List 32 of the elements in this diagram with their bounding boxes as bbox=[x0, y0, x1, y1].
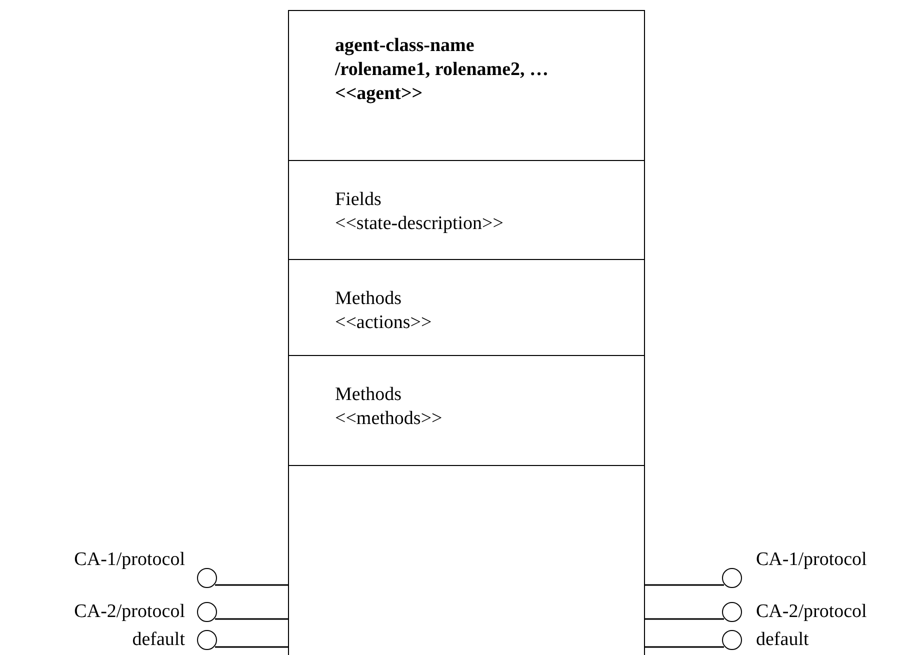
port-label: CA-1/protocol bbox=[74, 549, 185, 571]
port-circle bbox=[197, 568, 217, 588]
connector-line bbox=[215, 646, 288, 648]
port-label: default bbox=[132, 629, 185, 651]
connector-line bbox=[645, 618, 724, 620]
stereotype-label: <<actions>> bbox=[335, 312, 432, 334]
connector-line bbox=[645, 646, 724, 648]
connector-line bbox=[215, 584, 288, 586]
stereotype-label: <<methods>> bbox=[335, 408, 442, 430]
compartment bbox=[288, 160, 645, 260]
compartment bbox=[288, 355, 645, 466]
stereotype-label: <<state-description>> bbox=[335, 213, 504, 235]
compartment bbox=[288, 465, 645, 655]
port-circle bbox=[197, 602, 217, 622]
connector-line bbox=[215, 618, 288, 620]
compartment bbox=[288, 259, 645, 356]
compartment-title: Methods bbox=[335, 384, 402, 406]
compartment bbox=[288, 10, 645, 161]
class-name: agent-class-name bbox=[335, 35, 474, 57]
port-circle bbox=[722, 630, 742, 650]
port-label: default bbox=[756, 629, 809, 651]
port-label: CA-2/protocol bbox=[756, 601, 867, 623]
compartment-title: Methods bbox=[335, 288, 402, 310]
port-label: CA-2/protocol bbox=[74, 601, 185, 623]
compartment-title: Fields bbox=[335, 189, 382, 211]
stereotype-label: <<agent>> bbox=[335, 83, 423, 105]
port-circle bbox=[197, 630, 217, 650]
role-names: /rolename1, rolename2, … bbox=[335, 59, 549, 81]
connector-line bbox=[645, 584, 724, 586]
port-circle bbox=[722, 568, 742, 588]
port-circle bbox=[722, 602, 742, 622]
port-label: CA-1/protocol bbox=[756, 549, 867, 571]
